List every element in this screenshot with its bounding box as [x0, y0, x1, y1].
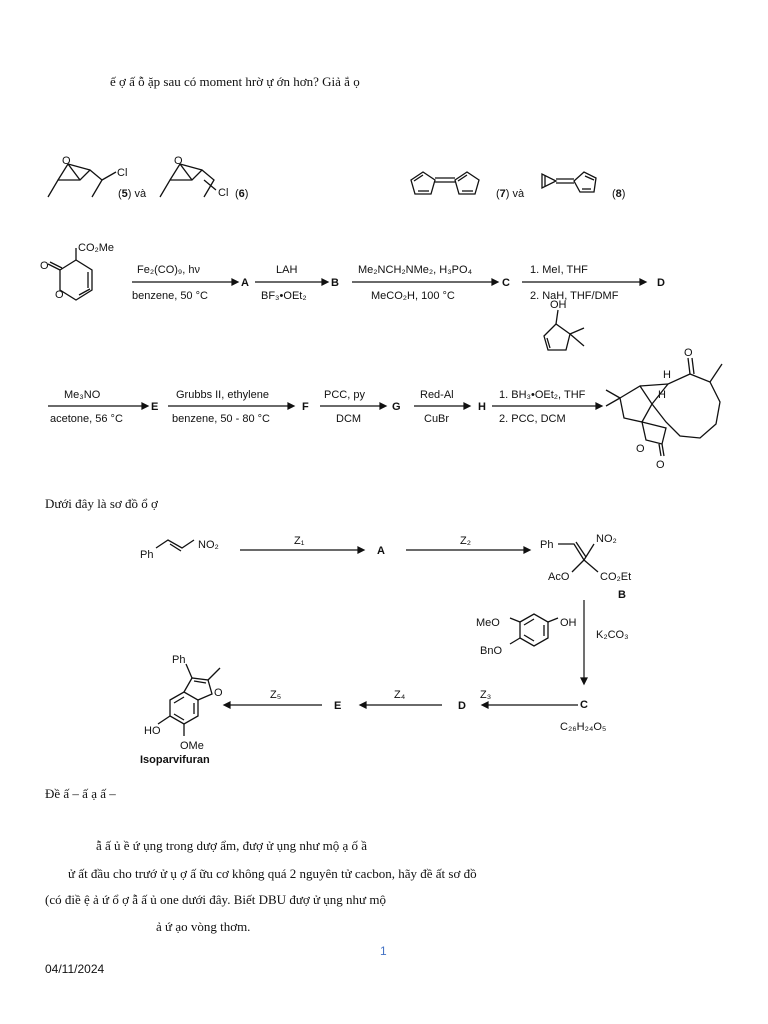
footer-date: 04/11/2024: [45, 962, 105, 976]
svg-text:Z₅: Z₅: [270, 689, 281, 701]
intermediate-A: A: [377, 545, 385, 557]
svg-text:Z₃: Z₃: [480, 689, 491, 701]
intermediate-D: D: [458, 700, 466, 712]
svg-text:benzene, 50 °C: benzene, 50 °C: [132, 290, 208, 302]
svg-text:C₂₆H₂₄O₅: C₂₆H₂₄O₅: [560, 721, 606, 733]
intermediate-C: C: [580, 699, 588, 711]
svg-text:Ph: Ph: [172, 654, 185, 666]
chloro-label: Cl: [117, 167, 127, 179]
svg-text:CO₂Et: CO₂Et: [600, 571, 631, 583]
page-number: 1: [380, 944, 387, 958]
product-G: G: [392, 401, 401, 413]
product-B: B: [331, 277, 339, 289]
svg-text:Red-Al: Red-Al: [420, 389, 454, 401]
svg-text:LAH: LAH: [276, 264, 297, 276]
cyclopentenol-structure: [543, 309, 585, 351]
svg-text:HO: HO: [144, 725, 161, 737]
svg-text:1. BH₃•OEt₂, THF: 1. BH₃•OEt₂, THF: [499, 389, 586, 401]
product-A: A: [241, 277, 249, 289]
compound-8-label: (8): [612, 188, 626, 200]
svg-text:O: O: [174, 155, 183, 167]
target-name: Isoparvifuran: [140, 754, 210, 766]
isoparvifuran-structure: [157, 663, 221, 736]
product-D: D: [657, 277, 665, 289]
paragraph-line-3: (có điề ệ ả ứ ổ ợ ẫ ấ ủ one dưới đây. Bi…: [45, 892, 386, 907]
tricyclic-target: [605, 357, 723, 457]
svg-text:Z₄: Z₄: [394, 689, 406, 701]
question-line-top: ế ợ ấ ỗ ặp sau có moment hrờ ự ớn hơn? G…: [110, 74, 360, 89]
svg-text:NO₂: NO₂: [198, 539, 219, 551]
intermediate-B: B: [618, 589, 626, 601]
svg-text:Ph: Ph: [540, 539, 553, 551]
svg-text:O: O: [684, 347, 693, 359]
paragraph-line-4: ả ứ ạo vòng thơm.: [156, 919, 251, 934]
svg-text:BnO: BnO: [480, 645, 502, 657]
svg-text:AcO: AcO: [548, 571, 570, 583]
compound-6-label: (6): [235, 188, 249, 200]
svg-text:MeO: MeO: [476, 617, 500, 629]
svg-text:PCC, py: PCC, py: [324, 389, 365, 401]
svg-text:DCM: DCM: [336, 413, 361, 425]
compound-5-label: (5) và: [118, 188, 147, 200]
svg-text:benzene, 50 - 80 °C: benzene, 50 - 80 °C: [172, 413, 270, 425]
svg-text:OMe: OMe: [180, 740, 204, 752]
svg-text:Ph: Ph: [140, 549, 153, 561]
step1-reagent: Fe₂(CO)₉, hν: [137, 264, 201, 276]
oxygen-label: O: [62, 155, 71, 167]
svg-text:O: O: [55, 289, 64, 301]
svg-text:acetone, 56 °C: acetone, 56 °C: [50, 413, 123, 425]
product-F: F: [302, 401, 309, 413]
svg-text:O: O: [214, 687, 223, 699]
compound-7-label: (7) và: [496, 188, 525, 200]
svg-text:O: O: [656, 459, 665, 471]
product-H: H: [478, 401, 486, 413]
product-E: E: [151, 401, 158, 413]
svg-text:Grubbs II, ethylene: Grubbs II, ethylene: [176, 389, 269, 401]
structure-7: [410, 171, 480, 195]
svg-text:OH: OH: [550, 299, 567, 311]
svg-text:O: O: [636, 443, 645, 455]
svg-text:H: H: [663, 369, 671, 381]
svg-text:H: H: [658, 389, 666, 401]
reaction-scheme-1: CO₂Me O O Fe₂(CO)₉, hν benzene, 50 °C A …: [40, 242, 723, 471]
product-C: C: [502, 277, 510, 289]
svg-text:O: O: [40, 260, 49, 272]
structure-6: O Cl: [159, 155, 228, 199]
svg-text:BF₃•OEt₂: BF₃•OEt₂: [261, 290, 307, 302]
question-line-mid: Đề ấ – ấ ạ ấ –: [45, 786, 116, 801]
svg-text:MeCO₂H, 100 °C: MeCO₂H, 100 °C: [371, 290, 455, 302]
ester-label: CO₂Me: [78, 242, 114, 254]
svg-text:Me₃NO: Me₃NO: [64, 389, 101, 401]
svg-text:OH: OH: [560, 617, 577, 629]
structure-5: O Cl: [47, 155, 127, 198]
paragraph-line-1: ẫ ấ ủ ề ứ ụng trong dượ ẩm, đượ ử ụng nh…: [96, 838, 368, 853]
reaction-scheme-2: Ph NO₂ Z₁ A Z₂ Ph NO₂ AcO CO₂Et B MeO OH…: [140, 533, 631, 766]
structure-8: [541, 171, 597, 193]
svg-text:Cl: Cl: [218, 187, 228, 199]
intermediate-E: E: [334, 700, 341, 712]
svg-text:2. NaH, THF/DMF: 2. NaH, THF/DMF: [530, 290, 619, 302]
svg-text:Me₂NCH₂NMe₂, H₃PO₄: Me₂NCH₂NMe₂, H₃PO₄: [358, 264, 473, 276]
svg-text:Z₂: Z₂: [460, 535, 471, 547]
paragraph-line-2: ử ất đầu cho trướ ử ụ ợ ấ ữu cơ không qu…: [68, 866, 477, 881]
svg-text:2. PCC, DCM: 2. PCC, DCM: [499, 413, 566, 425]
svg-text:1. MeI, THF: 1. MeI, THF: [530, 264, 588, 276]
scheme2-intro: Dưới đây là sơ đồ ổ ợ: [45, 496, 158, 511]
pyranone-structure: [47, 248, 93, 301]
svg-text:Z₁: Z₁: [294, 535, 305, 547]
svg-text:CuBr: CuBr: [424, 413, 449, 425]
svg-text:K₂CO₃: K₂CO₃: [596, 629, 629, 641]
svg-text:NO₂: NO₂: [596, 533, 617, 545]
